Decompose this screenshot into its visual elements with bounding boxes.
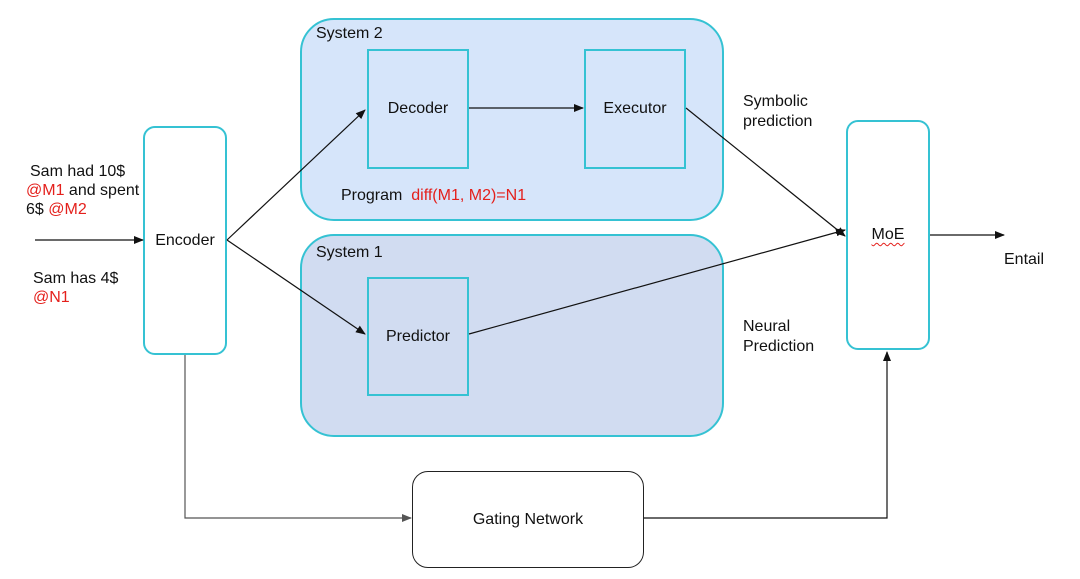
encoder-label: Encoder <box>155 231 215 249</box>
program-label: Program <box>341 187 403 204</box>
predictor-to-moe-arrow <box>468 228 846 335</box>
premise-line2: @M1 and spent <box>26 181 139 201</box>
neural-prediction-line1: Neural <box>743 318 791 335</box>
system1-panel <box>300 234 724 437</box>
system2-title: System 2 <box>316 25 383 42</box>
symbolic-prediction-line1: Symbolic <box>743 93 808 110</box>
gating-to-moe-arrow <box>644 351 891 519</box>
predictor-box: Predictor <box>367 277 469 396</box>
predictor-label: Predictor <box>385 327 451 345</box>
premise-line3: 6$ @M2 <box>26 200 87 220</box>
moe-label: MoE <box>871 226 905 243</box>
program-value: diff(M1, M2)=N1 <box>411 187 527 204</box>
premise-line1: Sam had 10$ <box>30 163 126 180</box>
moe-box: MoE <box>846 120 930 350</box>
encoder-box: Encoder <box>143 126 227 355</box>
program-text: Program diff(M1, M2)=N1 <box>341 186 526 206</box>
decoder-box: Decoder <box>367 49 469 169</box>
system1-title: System 1 <box>316 244 383 261</box>
decoder-label: Decoder <box>387 100 449 117</box>
symbolic-prediction-line2: prediction <box>743 113 813 130</box>
hypothesis-tag-n1: @N1 <box>33 289 70 306</box>
output-entail: Entail <box>1004 251 1045 268</box>
executor-to-moe-arrow <box>685 107 846 237</box>
gating-network-box: Gating Network <box>412 471 644 568</box>
neural-prediction-line2: Prediction <box>743 338 815 355</box>
premise-tag-m1: @M1 <box>26 182 65 199</box>
hypothesis-line1: Sam has 4$ <box>33 270 119 287</box>
executor-box: Executor <box>584 49 686 169</box>
premise-line2-rest: and spent <box>64 182 140 199</box>
system2-panel <box>300 18 724 221</box>
premise-tag-m2: @M2 <box>48 201 87 218</box>
premise-line3-text: 6$ <box>26 201 49 218</box>
encoder-to-predictor-arrow <box>226 239 366 335</box>
executor-label: Executor <box>603 100 667 117</box>
encoder-to-decoder-arrow <box>226 109 366 241</box>
gating-network-label: Gating Network <box>472 510 584 528</box>
encoder-to-gating-arrow <box>184 355 412 522</box>
